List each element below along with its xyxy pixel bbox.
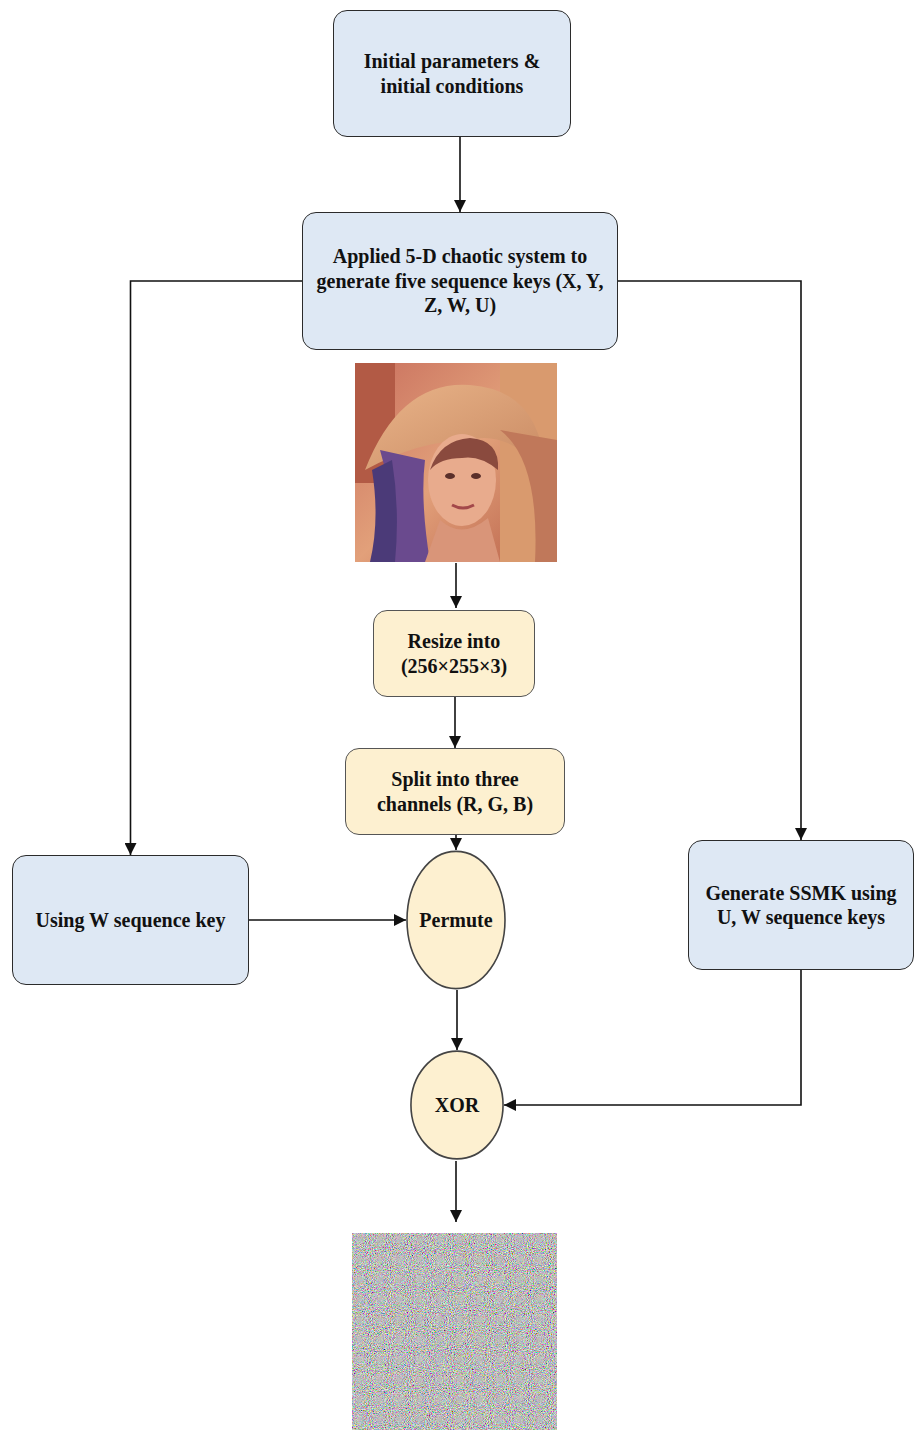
text-group: Using W sequence key [36,908,226,932]
node-label: Applied 5-D chaotic system to generate f… [315,244,605,317]
text-group: Initial parameters & initial conditions [346,49,558,98]
flow-arrow [455,563,457,608]
node-label: Split into three channels (R, G, B) [358,767,552,816]
operation-circle: XOR [410,1050,504,1160]
flow-arrow [454,697,456,748]
input-box: Initial parameters & initial conditions [333,10,571,137]
node-label: Using W sequence key [36,908,226,932]
process-box: Applied 5-D chaotic system to generate f… [302,212,618,350]
text-group: Permute [419,908,492,932]
node-label: Initial parameters & initial conditions [346,49,558,98]
process-box: Split into three channels (R, G, B) [345,748,565,835]
node-label: Generate SSMK using U, W sequence keys [701,881,901,930]
node-label: Permute [419,908,492,932]
node-label: XOR [435,1093,479,1117]
flow-arrow [455,1161,457,1222]
text-group: Generate SSMK using U, W sequence keys [701,881,901,930]
text-group: Split into three channels (R, G, B) [358,767,552,816]
text-group: XOR [435,1093,479,1117]
flow-arrow [618,281,801,840]
flow-arrow [459,137,461,212]
operation-circle: Permute [406,850,506,990]
process-box: Resize into (256×255×3) [373,610,535,697]
input-image [355,363,557,562]
flow-arrow [456,990,458,1050]
encrypted-image [352,1233,557,1430]
flow-arrow [249,919,406,921]
flow-arrow [504,970,801,1105]
flow-arrow [131,281,303,855]
text-group: Resize into (256×255×3) [386,629,522,678]
text-group: Applied 5-D chaotic system to generate f… [315,244,605,317]
key-box: Using W sequence key [12,855,249,985]
flow-arrow [455,835,457,850]
node-label: Resize into (256×255×3) [386,629,522,678]
key-box: Generate SSMK using U, W sequence keys [688,840,914,970]
